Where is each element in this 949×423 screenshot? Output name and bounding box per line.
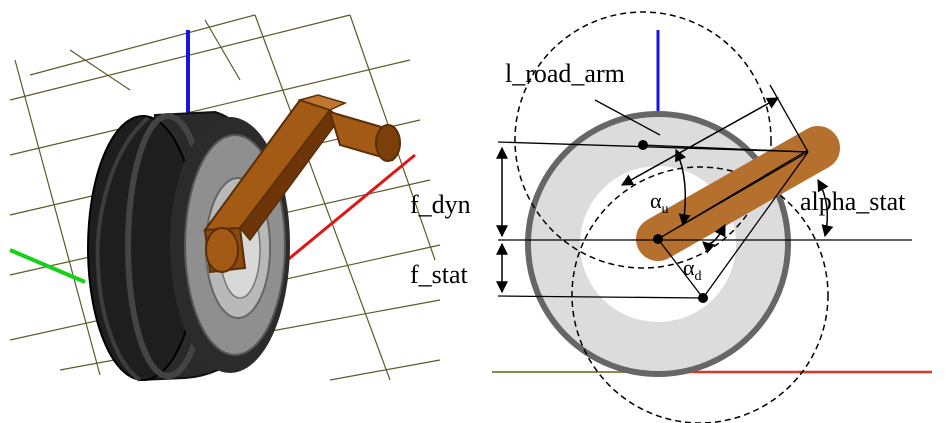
pivot-point	[653, 234, 663, 244]
label-alpha-u: αu	[650, 188, 669, 217]
x-axis	[284, 153, 416, 264]
left-3d-view	[9, 14, 441, 382]
y-axis	[9, 248, 86, 284]
right-schematic: l_road_arm f_dyn f_stat alpha_stat αu αd	[410, 11, 932, 423]
label-road-arm: l_road_arm	[505, 59, 625, 88]
label-f-dyn: f_dyn	[410, 190, 471, 219]
alpha-u-arc	[675, 148, 691, 227]
road-arm-3d-model	[202, 94, 401, 274]
label-f-stat: f_stat	[410, 260, 469, 289]
road-arm-length-arrow	[620, 97, 780, 186]
label-alpha-stat: alpha_stat	[800, 187, 906, 216]
label-alpha-d: αd	[683, 255, 702, 284]
upper-point	[638, 140, 648, 150]
alpha-d-arc	[702, 223, 726, 254]
wheel-3d-model	[87, 110, 290, 382]
lower-point	[698, 293, 708, 303]
alpha-stat-arc	[817, 178, 834, 238]
